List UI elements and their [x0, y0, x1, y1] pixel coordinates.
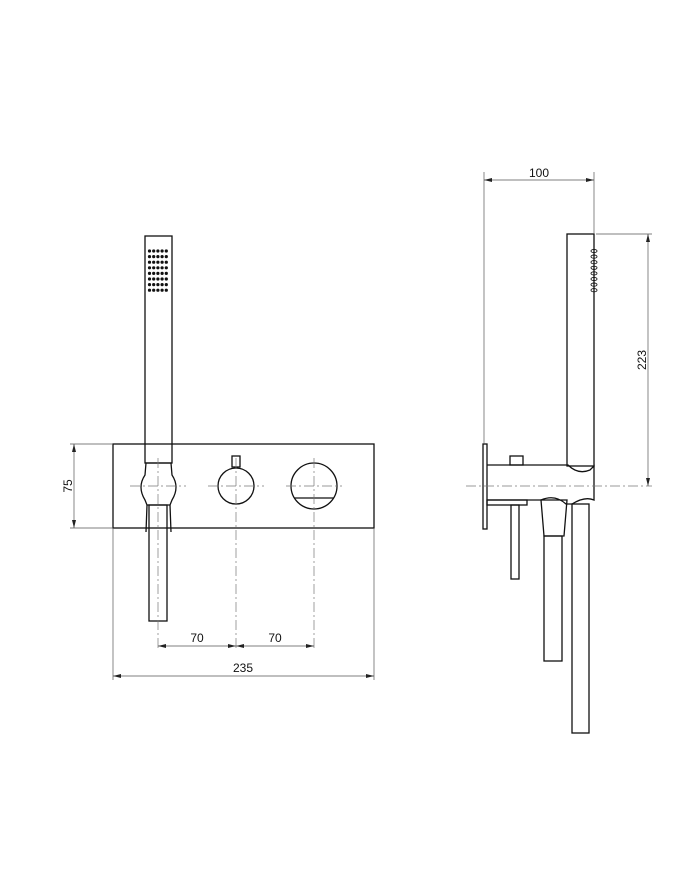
- knob-top: [509, 455, 524, 466]
- side-view: 100 223: [466, 166, 652, 734]
- jet-nozzle: [164, 288, 168, 292]
- jet-nozzle: [164, 271, 168, 275]
- jet-nozzle: [147, 266, 152, 270]
- jet-nozzle: [160, 288, 164, 292]
- jet-nozzle: [160, 255, 164, 259]
- jet-nozzle: [590, 254, 598, 259]
- jet-nozzle: [152, 266, 156, 270]
- jet-nozzle: [156, 277, 160, 281]
- jet-nozzle: [152, 271, 156, 275]
- jet-nozzle: [164, 260, 168, 264]
- holder-collar: [145, 504, 172, 533]
- jet-nozzle: [152, 255, 156, 259]
- jet-nozzle: [147, 277, 152, 281]
- jet-nozzle: [160, 271, 164, 275]
- handshower-hose: [571, 503, 590, 734]
- jet-nozzle: [590, 260, 598, 265]
- dim-handshower-height-label: 223: [635, 350, 649, 370]
- jet-nozzle: [164, 255, 168, 259]
- jet-nozzle: [590, 282, 598, 287]
- jet-nozzle: [156, 249, 160, 253]
- dim-total-width-label: 235: [233, 661, 253, 675]
- hose-segment: [543, 535, 563, 662]
- jet-nozzle: [152, 288, 156, 292]
- jet-nozzle: [590, 288, 598, 293]
- jet-nozzle: [147, 288, 152, 292]
- mixer-body: [487, 464, 595, 505]
- jet-nozzle: [160, 260, 164, 264]
- jet-nozzle: [156, 288, 160, 292]
- jet-nozzle: [156, 271, 160, 275]
- knob-base: [486, 499, 528, 506]
- jet-nozzle: [152, 260, 156, 264]
- jet-nozzle: [156, 260, 160, 264]
- jet-nozzle: [147, 249, 152, 253]
- mixer-plate: [112, 443, 375, 529]
- jet-nozzle: [590, 265, 598, 270]
- jet-nozzle: [156, 283, 160, 287]
- jet-nozzle: [590, 271, 598, 276]
- jet-nozzle: [164, 266, 168, 270]
- hose-connector: [540, 499, 568, 537]
- handshower-jets: [147, 249, 168, 292]
- jet-nozzle: [164, 283, 168, 287]
- jet-nozzle: [160, 283, 164, 287]
- dim-spacing-right-label: 70: [268, 631, 282, 645]
- jet-nozzle: [164, 277, 168, 281]
- handshower-head: [144, 235, 173, 464]
- jet-nozzle: [590, 276, 598, 282]
- jet-nozzle: [152, 283, 156, 287]
- dim-height-label: 75: [61, 479, 75, 493]
- jet-nozzle: [590, 248, 598, 254]
- dim-depth-label: 100: [529, 166, 549, 180]
- jet-nozzle: [160, 277, 164, 281]
- dim-spacing-left-label: 70: [190, 631, 204, 645]
- handshower-holder: [140, 462, 177, 506]
- jet-nozzle: [147, 255, 152, 259]
- jet-nozzle: [160, 249, 164, 253]
- jet-nozzle: [147, 271, 152, 275]
- jet-nozzle: [152, 277, 156, 281]
- jet-nozzle: [156, 266, 160, 270]
- jet-nozzle: [152, 249, 156, 253]
- jet-nozzle: [147, 283, 152, 287]
- lever: [510, 504, 520, 580]
- jet-nozzle: [147, 260, 152, 264]
- jet-nozzle: [164, 249, 168, 253]
- handshower-jets-side: [590, 248, 598, 293]
- front-view: 75 70 70 235: [61, 235, 375, 680]
- jet-nozzle: [160, 266, 164, 270]
- jet-nozzle: [156, 255, 160, 259]
- wall-flange: [482, 443, 488, 530]
- handshower-side: [566, 233, 595, 467]
